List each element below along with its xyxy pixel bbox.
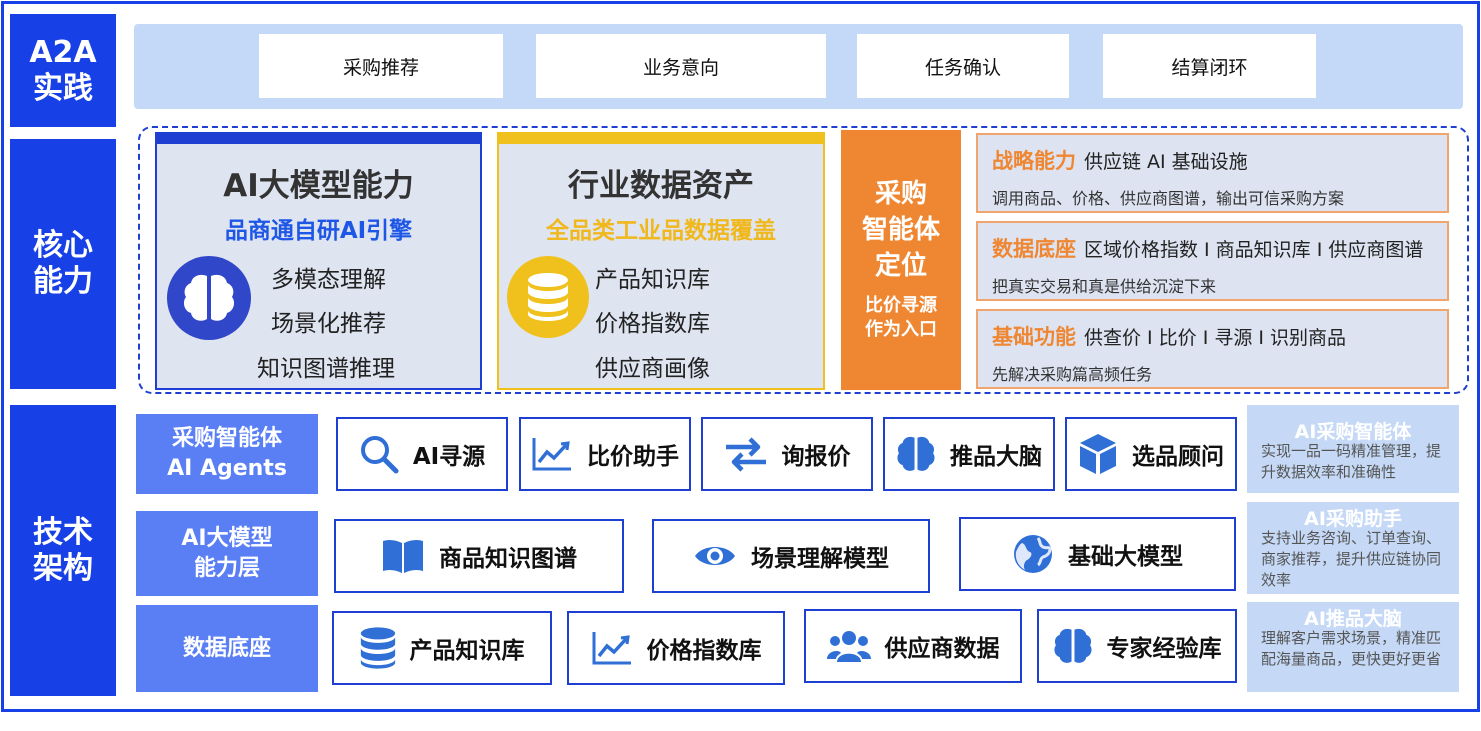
tech-item-label: 专家经验库 [1106, 636, 1222, 662]
tech-item-ai-sourcing: AI寻源 [336, 417, 508, 491]
section-label-a2a: A2A 实践 [10, 14, 116, 127]
basic-function-box: 基础功能供查价 I 比价 I 寻源 I 识别商品 先解决采购篇高频任务 [976, 309, 1449, 389]
line-chart-icon [592, 632, 631, 665]
a2a-step-confirm: 任务确认 [857, 34, 1069, 98]
info-box-assistant: AI采购助手 支持业务咨询、订单查询、商家推荐，提升供应链协同效率 [1247, 502, 1459, 594]
tech-item-label: 推品大脑 [950, 444, 1042, 470]
strategy-tag: 战略能力 [992, 149, 1076, 173]
ai-model-item: 知识图谱推理 [257, 356, 395, 382]
data-foundation-box: 数据底座区域价格指数 I 商品知识库 I 供应商图谱 把真实交易和真是供给沉淀下… [976, 221, 1449, 301]
positioning-panel: 采购 智能体 定位 比价寻源 作为入口 [841, 130, 961, 390]
tech-item-label: 供应商数据 [884, 636, 1000, 662]
exchange-arrows-icon [725, 437, 766, 472]
tech-item-price-compare: 比价助手 [519, 417, 691, 491]
eye-icon [695, 547, 735, 565]
a2a-step-recommend: 采购推荐 [259, 34, 503, 98]
tech-item-label: AI寻源 [412, 444, 486, 470]
industry-data-item: 价格指数库 [595, 311, 710, 337]
info-box-agent: AI采购智能体 实现一品一码精准管理，提升数据效率和准确性 [1247, 405, 1459, 493]
tech-item-label: 商品知识图谱 [439, 546, 577, 572]
tech-item-knowledge-graph: 商品知识图谱 [334, 519, 624, 593]
tech-item-label: 询报价 [781, 444, 851, 470]
strategy-desc: 把真实交易和真是供给沉淀下来 [992, 277, 1217, 296]
database-icon [360, 627, 395, 669]
strategy-text: 供应链 AI 基础设施 [1084, 151, 1248, 173]
ai-model-title: AI大模型能力 [223, 168, 414, 204]
tech-item-inquiry: 询报价 [701, 417, 873, 491]
tech-item-label: 选品顾问 [1132, 444, 1224, 470]
tech-item-product-kb: 产品知识库 [332, 611, 552, 685]
brain-icon [1053, 628, 1092, 663]
tech-item-label: 基础大模型 [1068, 544, 1183, 570]
strategy-box: 战略能力供应链 AI 基础设施 调用商品、价格、供应商图谱，输出可信采购方案 [976, 133, 1449, 213]
brain-icon [897, 436, 935, 471]
ai-model-subtitle: 品商通自研AI引擎 [224, 218, 413, 244]
strategy-tag: 数据底座 [992, 237, 1076, 261]
tech-item-label: 产品知识库 [409, 638, 525, 664]
ai-model-card: AI大模型能力 品商通自研AI引擎 多模态理解 场景化推荐 知识图谱推理 [155, 132, 482, 390]
tech-item-label: 价格指数库 [646, 638, 762, 664]
section-label-core: 核心 能力 [10, 139, 116, 389]
section-label-tech: 技术 架构 [10, 405, 116, 696]
info-desc: 支持业务咨询、订单查询、商家推荐，提升供应链协同效率 [1261, 529, 1442, 589]
a2a-step-intent: 业务意向 [536, 34, 826, 98]
info-desc: 理解客户需求场景，精准匹配海量商品，更快更好更省 [1261, 629, 1442, 668]
info-title: AI采购智能体 [1294, 421, 1412, 443]
brain-icon [167, 256, 251, 340]
tech-item-label: 比价助手 [587, 444, 679, 470]
tech-row-label-data: 数据底座 [136, 605, 318, 692]
strategy-desc: 先解决采购篇高频任务 [992, 365, 1153, 384]
outer-frame [1, 1, 1480, 712]
industry-data-card: 行业数据资产 全品类工业品数据覆盖 产品知识库 价格指数库 供应商画像 [497, 132, 825, 390]
tech-item-selection-advisor: 选品顾问 [1065, 417, 1237, 491]
ai-model-item: 多模态理解 [271, 267, 386, 293]
database-icon [507, 256, 589, 338]
strategy-tag: 基础功能 [992, 325, 1076, 349]
search-icon [360, 436, 399, 474]
tech-item-scene-model: 场景理解模型 [652, 519, 930, 593]
industry-data-title: 行业数据资产 [568, 168, 754, 204]
tech-item-supplier-data: 供应商数据 [804, 609, 1022, 683]
tech-row-label-model: AI大模型 能力层 [136, 511, 318, 596]
tech-item-label: 场景理解模型 [751, 546, 889, 572]
info-desc: 实现一品一码精准管理，提升数据效率和准确性 [1261, 442, 1442, 481]
users-icon [826, 631, 871, 662]
strategy-desc: 调用商品、价格、供应商图谱，输出可信采购方案 [992, 189, 1345, 208]
globe-icon [1014, 535, 1052, 573]
info-title: AI推品大脑 [1304, 608, 1402, 630]
line-chart-icon [532, 438, 571, 471]
core-dashed-container [138, 126, 1469, 394]
positioning-sub: 比价寻源 作为入口 [865, 295, 937, 340]
tech-item-base-model: 基础大模型 [959, 517, 1236, 591]
industry-data-item: 产品知识库 [595, 267, 710, 293]
tech-item-price-index: 价格指数库 [567, 611, 785, 685]
book-icon [383, 539, 423, 573]
ai-model-item: 场景化推荐 [271, 311, 386, 337]
tech-item-expert-kb: 专家经验库 [1037, 609, 1237, 683]
positioning-title: 采购 智能体 定位 [861, 179, 940, 281]
tech-row-label-agents: 采购智能体 AI Agents [136, 414, 318, 494]
tech-item-product-brain: 推品大脑 [883, 417, 1055, 491]
info-title: AI采购助手 [1304, 508, 1402, 530]
cube-icon [1080, 434, 1116, 474]
industry-data-item: 供应商画像 [595, 356, 710, 382]
industry-data-subtitle: 全品类工业品数据覆盖 [546, 218, 776, 244]
a2a-step-settle: 结算闭环 [1103, 34, 1316, 98]
strategy-text: 供查价 I 比价 I 寻源 I 识别商品 [1084, 327, 1347, 349]
strategy-text: 区域价格指数 I 商品知识库 I 供应商图谱 [1084, 239, 1424, 261]
info-box-brain: AI推品大脑 理解客户需求场景，精准匹配海量商品，更快更好更省 [1247, 602, 1459, 692]
